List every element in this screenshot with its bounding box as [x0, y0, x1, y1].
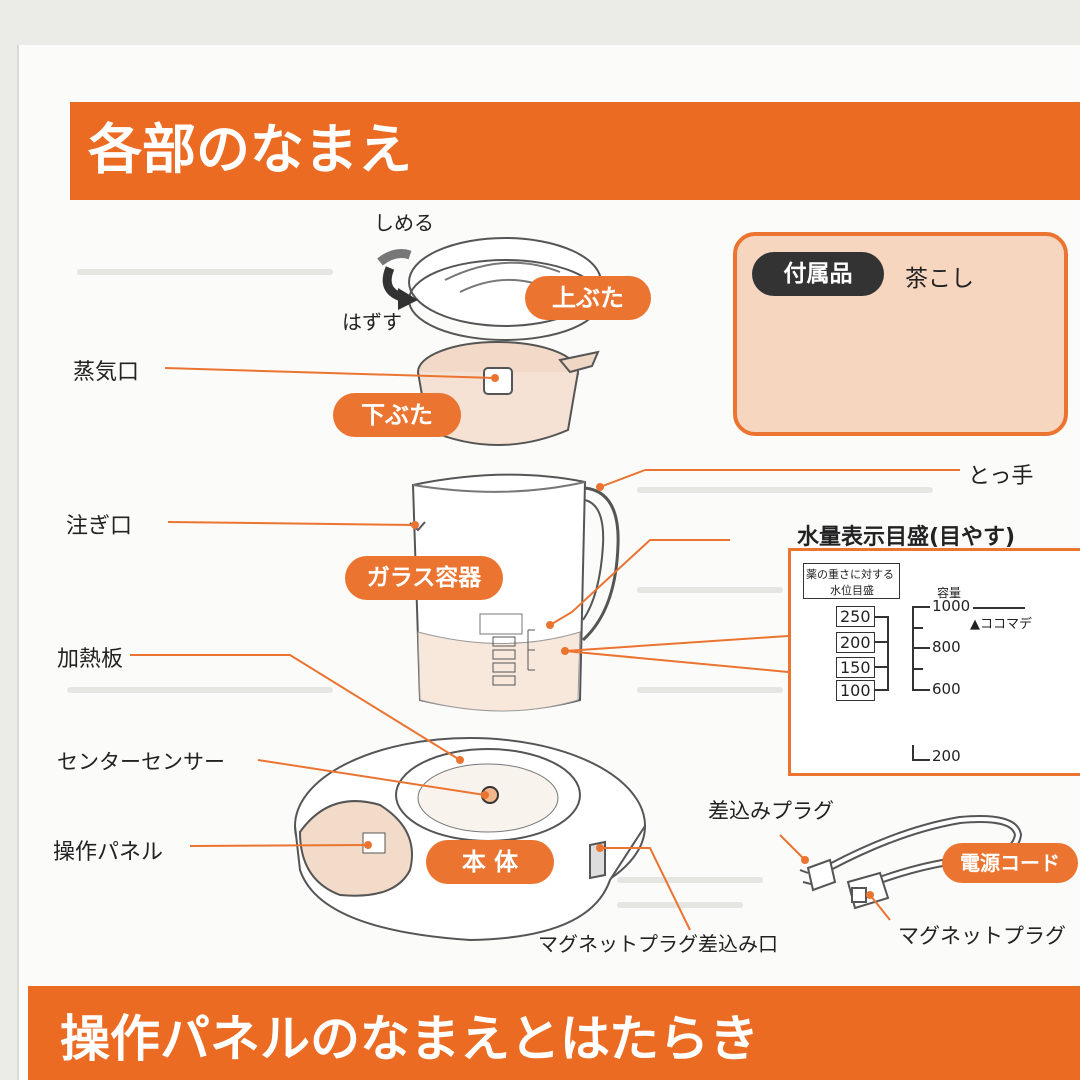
plug-label: 差込みプラグ [708, 799, 834, 823]
panel-heading: 操作パネルのなまえとはたらき [60, 1010, 759, 1068]
capacity-1000: 1000 [932, 597, 971, 615]
weight-250: 250 [836, 606, 875, 627]
water-scale-label: 水量表示目盛(目やす) [797, 525, 1016, 550]
power-cord-label: 電源コード [942, 843, 1078, 883]
magnet-plug-label: マグネットプラグ [898, 924, 1066, 948]
capacity-800: 800 [932, 638, 961, 656]
parts-heading: 各部のなまえ [88, 118, 412, 181]
panel-heading-banner [28, 986, 1080, 1080]
magnet-plug-socket-label: マグネットプラグ差込み口 [538, 932, 778, 956]
weight-200: 200 [836, 632, 875, 653]
control-panel-label: 操作パネル [53, 840, 164, 865]
glass-container-label: ガラス容器 [345, 556, 503, 600]
weight-bracket [875, 616, 889, 691]
close-label: しめる [374, 211, 434, 235]
spout-label: 注ぎ口 [66, 514, 133, 539]
body-label: 本 体 [426, 840, 554, 884]
herb-weight-title-1: 薬の重さに対する [806, 568, 894, 581]
center-sensor-label: センターセンサー [57, 750, 225, 774]
capacity-200: 200 [932, 747, 961, 765]
remove-label: はずす [342, 310, 402, 334]
fill-mark: ▲ココマデ [970, 617, 1032, 632]
weight-100: 100 [836, 680, 875, 701]
capacity-ticks [912, 606, 1025, 761]
upper-lid-label: 上ぶた [525, 276, 651, 320]
capacity-title: 容量 [937, 586, 962, 600]
accessory-name: 茶こし [905, 266, 974, 292]
lower-lid-label: 下ぶた [333, 393, 461, 437]
steam-vent-label: 蒸気口 [73, 360, 140, 385]
handle-label: とっ手 [968, 464, 1034, 489]
heating-plate-label: 加熱板 [57, 647, 124, 672]
parts-heading-banner [70, 102, 1080, 200]
accessory-tag: 付属品 [752, 252, 884, 296]
herb-weight-title-2: 水位目盛 [830, 584, 874, 597]
herb-weight-title-frame [803, 563, 900, 599]
capacity-600: 600 [932, 680, 961, 698]
weight-150: 150 [836, 657, 875, 678]
